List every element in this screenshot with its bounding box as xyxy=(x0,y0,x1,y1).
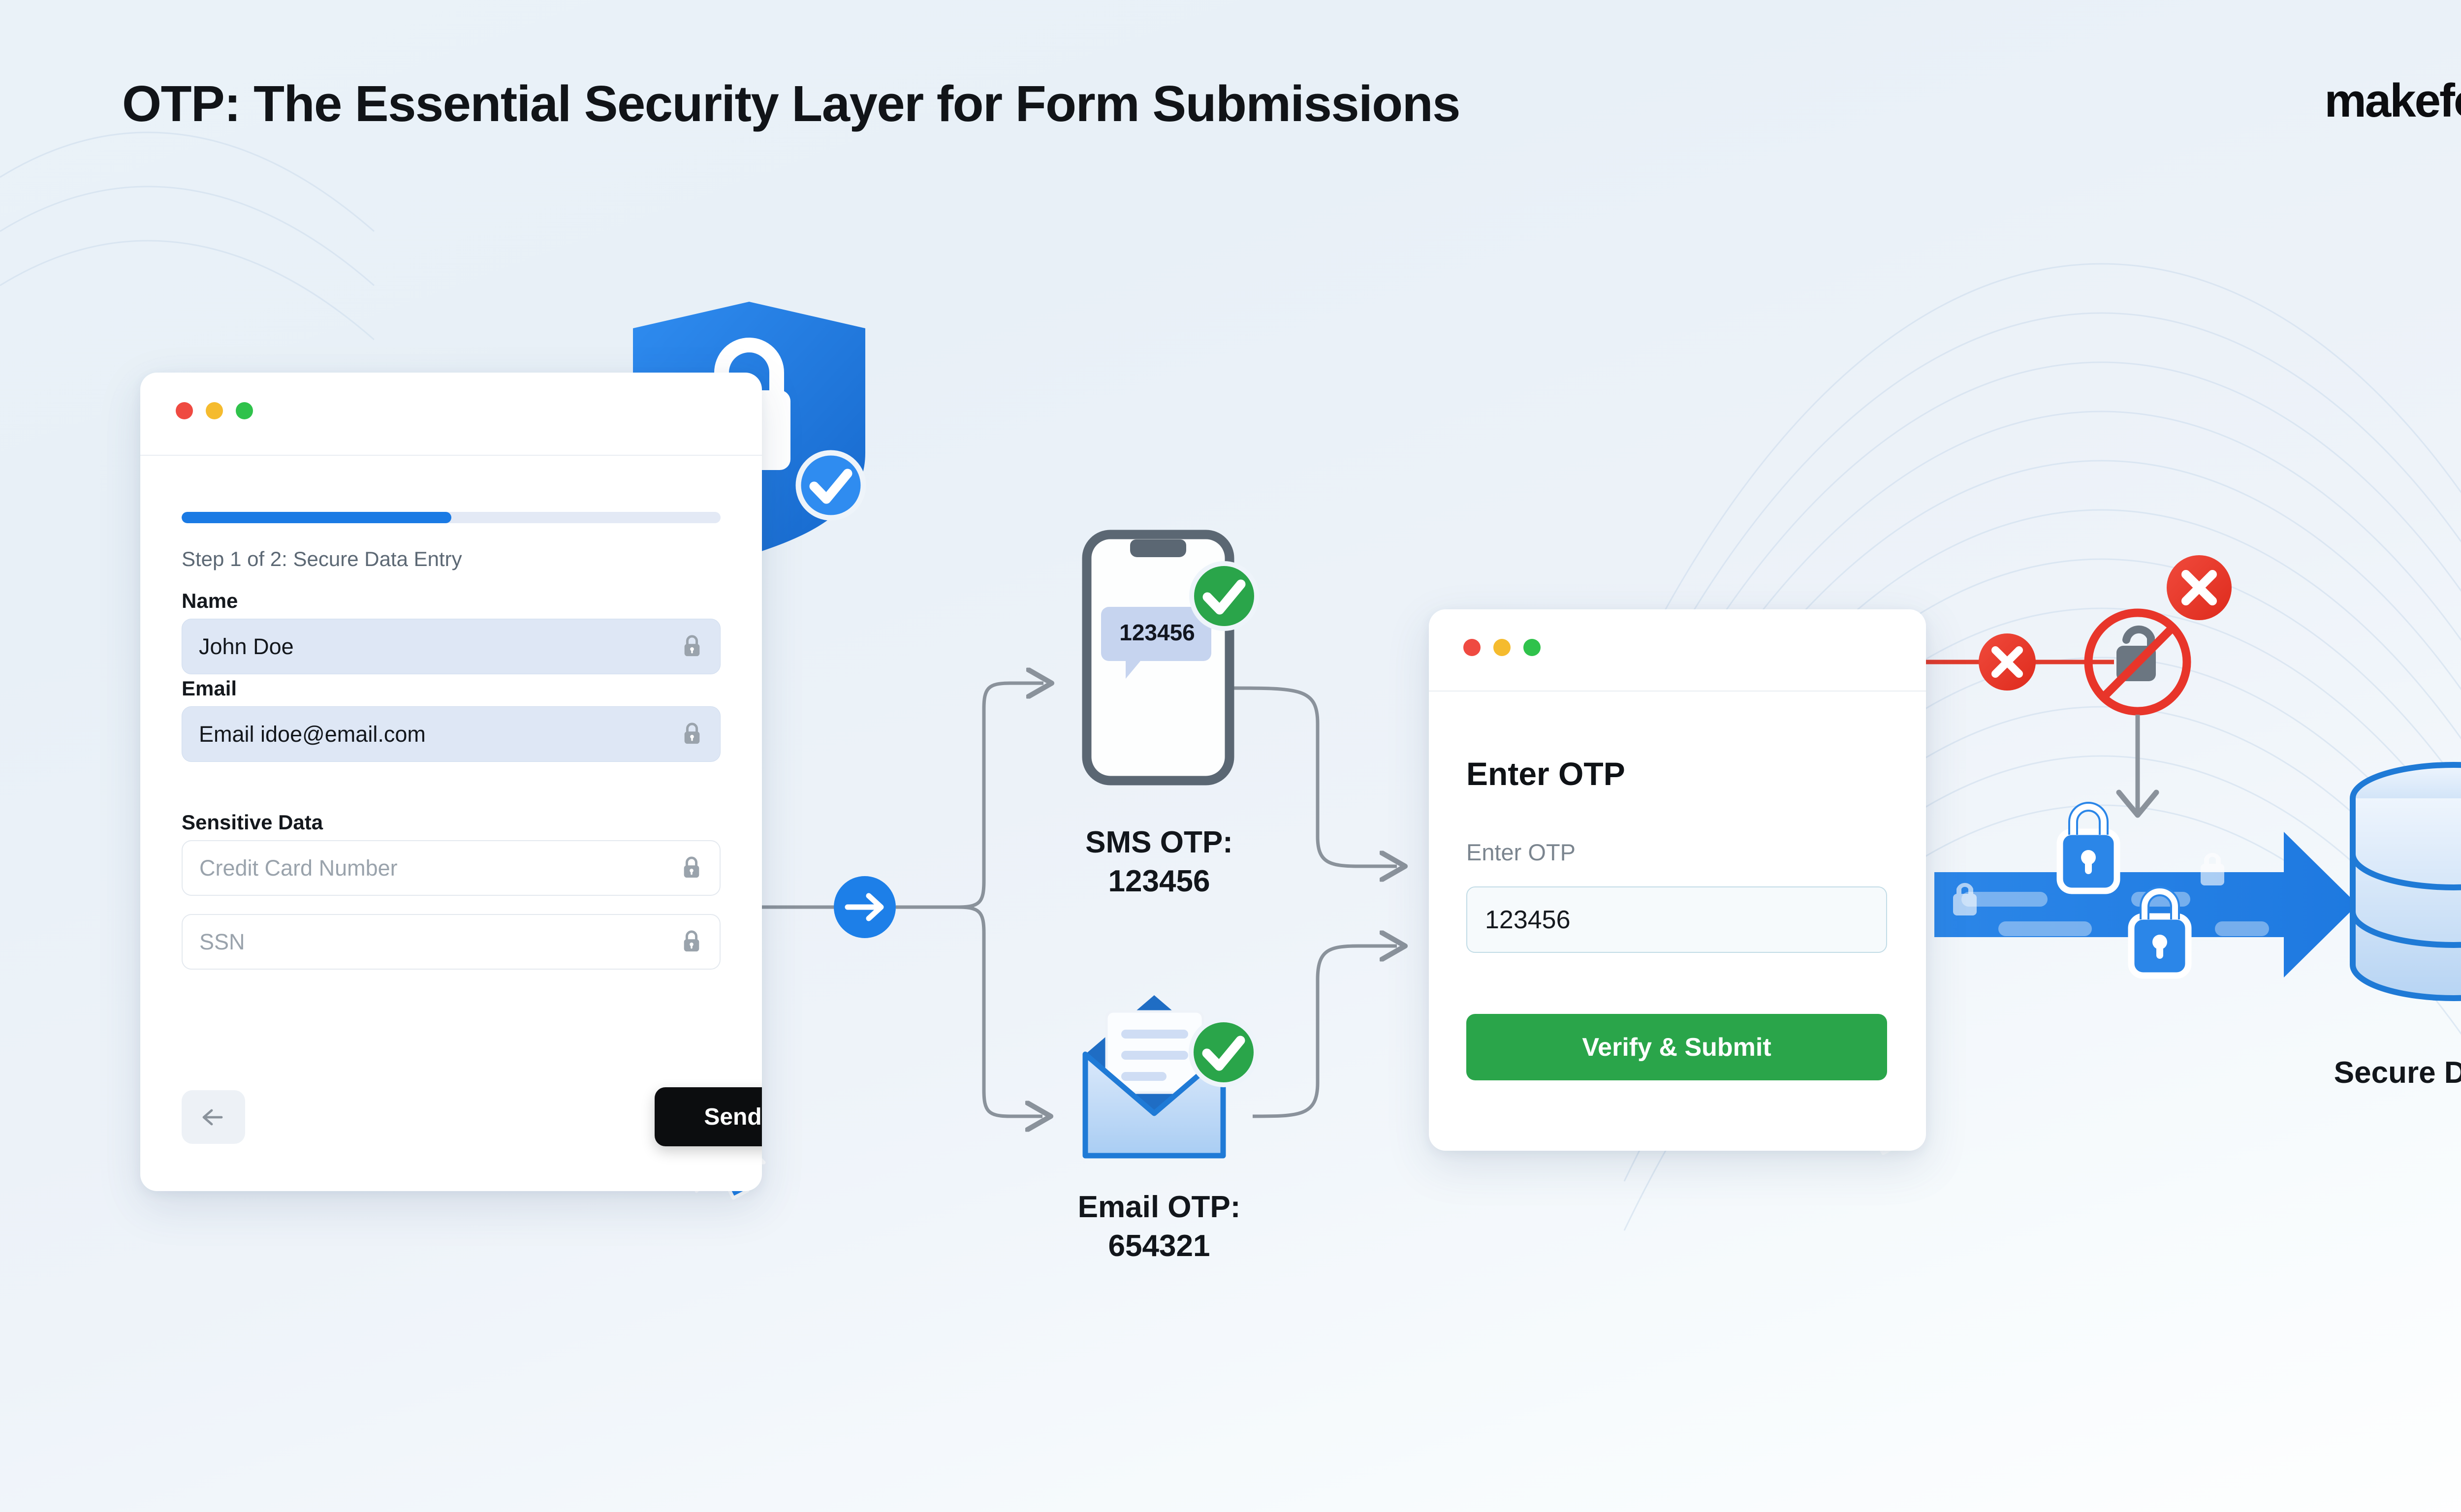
otp-input[interactable]: 123456 xyxy=(1466,886,1887,953)
close-icon[interactable] xyxy=(176,402,193,419)
envelope-icon xyxy=(1082,995,1226,1159)
window-traffic-lights xyxy=(176,402,253,419)
brand-logo: makeforms.iol xyxy=(2324,74,2461,128)
close-icon[interactable] xyxy=(1463,639,1481,656)
lock-icon-badge-lower xyxy=(2128,886,2192,979)
lock-icon xyxy=(684,722,700,744)
ssn-input[interactable]: SSN xyxy=(182,914,721,970)
minimize-icon[interactable] xyxy=(206,402,223,419)
maximize-icon[interactable] xyxy=(236,402,253,419)
connector-email-to-otp xyxy=(1252,946,1397,1118)
titlebar-divider xyxy=(1429,691,1926,692)
lock-icon-small-right xyxy=(2201,852,2224,885)
sensitive-data-label: Sensitive Data xyxy=(182,811,323,834)
sms-bubble-code: 123456 xyxy=(1119,620,1195,645)
step-indicator-label: Step 1 of 2: Secure Data Entry xyxy=(182,547,462,570)
sms-otp-caption-line1: SMS OTP: xyxy=(1085,825,1233,859)
error-x-icon-line xyxy=(1979,633,2036,691)
lock-icon xyxy=(684,634,700,656)
lock-icon xyxy=(684,856,699,878)
back-button[interactable] xyxy=(182,1090,245,1144)
page-title: OTP: The Essential Security Layer for Fo… xyxy=(122,75,1460,132)
email-otp-caption-line1: Email OTP: xyxy=(1077,1190,1241,1224)
database-icon xyxy=(2350,762,2461,1001)
titlebar-divider xyxy=(140,455,762,456)
email-field-label: Email xyxy=(182,677,237,700)
brand-name: makeforms xyxy=(2324,74,2461,127)
email-input[interactable]: Email idoe@email.com xyxy=(182,706,721,762)
form-progress-bar xyxy=(182,512,721,523)
verify-submit-button[interactable]: Verify & Submit xyxy=(1466,1014,1887,1080)
email-otp-caption: Email OTP: 654321 xyxy=(977,1188,1341,1266)
encrypted-data-flow-arrow xyxy=(1934,802,2358,979)
form-progress-fill xyxy=(182,512,451,523)
blocked-path-group xyxy=(1926,555,2232,818)
sms-otp-caption: SMS OTP: 123456 xyxy=(977,823,1341,901)
send-otp-button[interactable]: Send OTP xyxy=(655,1087,762,1146)
secure-storage-caption: Secure Data Storage xyxy=(2334,1056,2461,1090)
arrow-left-icon xyxy=(202,1109,222,1125)
connector-form-to-branch xyxy=(762,876,957,938)
otp-input-value: 123456 xyxy=(1485,905,1571,934)
window-traffic-lights xyxy=(1463,639,1541,656)
otp-card-heading: Enter OTP xyxy=(1466,756,1625,792)
error-x-icon-badge xyxy=(2167,555,2232,620)
ssn-placeholder: SSN xyxy=(199,929,245,954)
name-input[interactable]: John Doe xyxy=(182,619,721,674)
enter-otp-window: Enter OTP Enter OTP 123456 Verify & Subm… xyxy=(1429,609,1926,1151)
minimize-icon[interactable] xyxy=(1493,639,1511,656)
name-field-label: Name xyxy=(182,589,238,612)
phone-device-icon xyxy=(1082,530,1234,786)
maximize-icon[interactable] xyxy=(1523,639,1541,656)
otp-field-label: Enter OTP xyxy=(1466,839,1576,865)
sms-otp-caption-line2: 123456 xyxy=(1108,864,1210,899)
credit-card-input[interactable]: Credit Card Number xyxy=(182,840,721,896)
lock-icon-small-left xyxy=(1953,882,1977,915)
lock-icon xyxy=(684,930,699,951)
lock-icon-badge-upper xyxy=(2056,802,2120,894)
email-otp-caption-line2: 654321 xyxy=(1108,1229,1210,1263)
name-input-value: John Doe xyxy=(199,633,294,659)
secure-form-window: Step 1 of 2: Secure Data Entry Name John… xyxy=(140,373,762,1191)
connector-branch-to-email xyxy=(957,905,1042,1116)
blocked-lock-icon xyxy=(2084,608,2191,716)
email-input-value: Email idoe@email.com xyxy=(199,721,426,747)
credit-card-placeholder: Credit Card Number xyxy=(199,855,398,881)
success-check-icon-email xyxy=(1189,1017,1259,1087)
